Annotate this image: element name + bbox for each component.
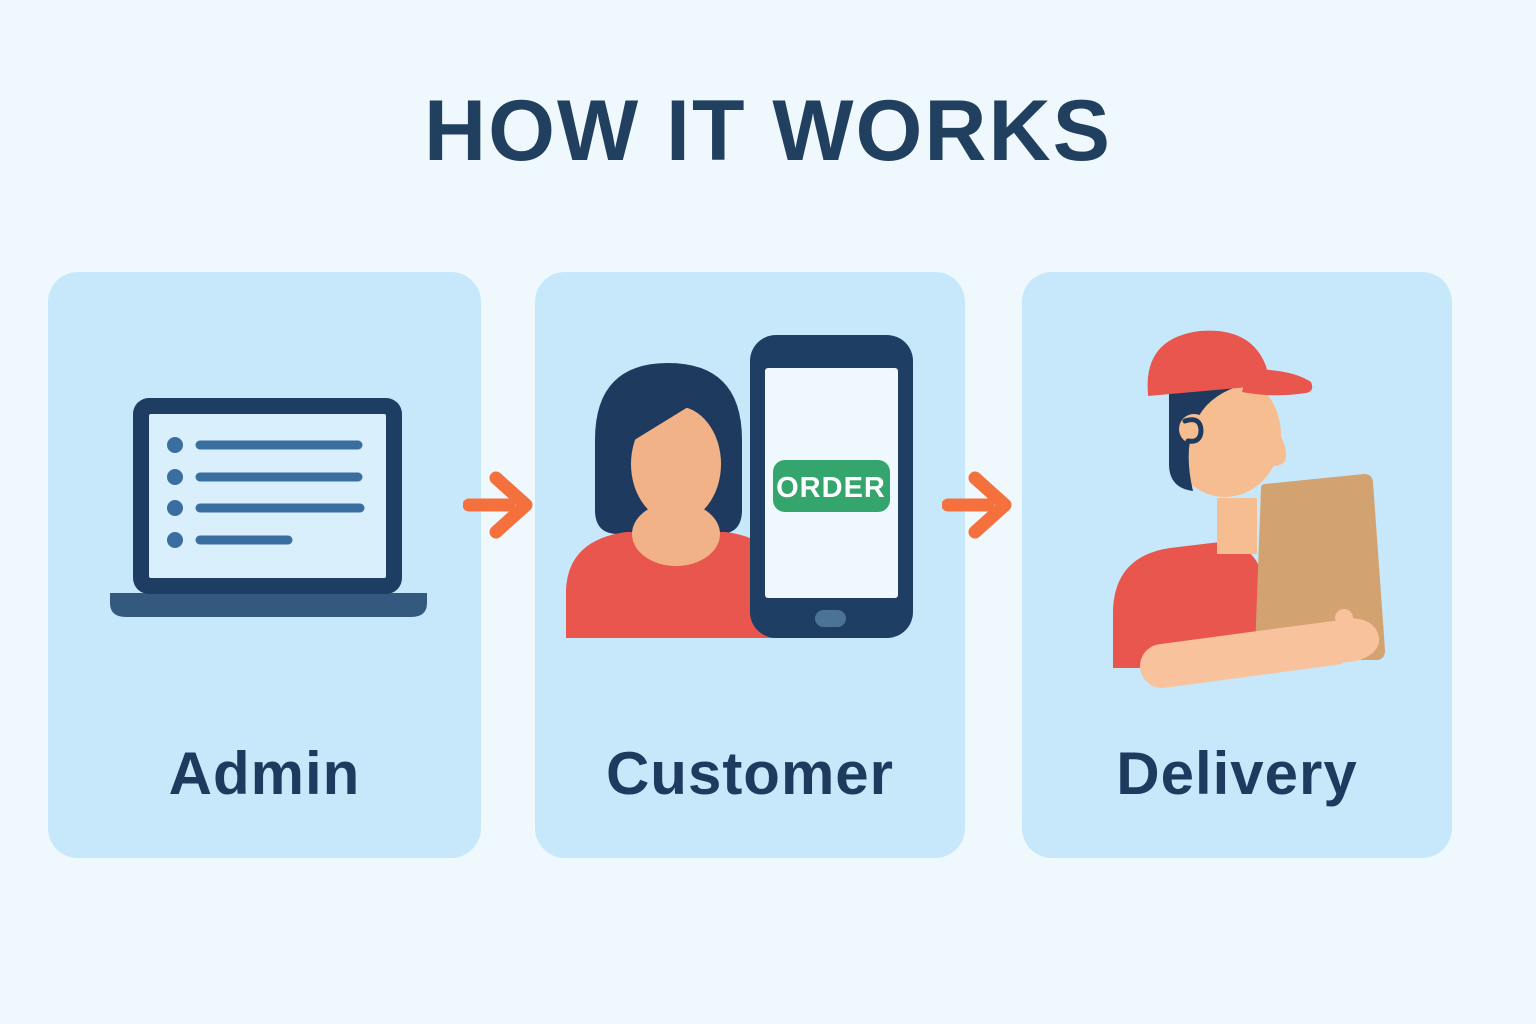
order-button-label: ORDER bbox=[776, 472, 886, 504]
card-admin: Admin bbox=[48, 272, 481, 858]
card-label-delivery: Delivery bbox=[1116, 740, 1358, 807]
customer-shirt bbox=[566, 532, 788, 638]
phone-home-button bbox=[815, 610, 846, 627]
delivery-cap bbox=[1147, 330, 1271, 396]
arrow-right-icon bbox=[463, 471, 533, 539]
package-icon bbox=[1255, 474, 1385, 660]
laptop-icon bbox=[110, 398, 427, 617]
card-label-customer: Customer bbox=[605, 740, 895, 807]
page-title: HOW IT WORKS bbox=[423, 83, 1113, 179]
delivery-person-with-package-icon bbox=[1113, 330, 1385, 688]
customer-face bbox=[631, 406, 721, 522]
delivery-neck bbox=[1217, 498, 1257, 554]
delivery-thumb bbox=[1335, 609, 1353, 627]
customer-with-phone-icon: ORDER bbox=[566, 335, 913, 638]
delivery-nose bbox=[1265, 420, 1287, 466]
order-button bbox=[773, 460, 890, 512]
delivery-cap-brim bbox=[1242, 369, 1313, 396]
customer-fringe bbox=[622, 390, 701, 444]
delivery-hair bbox=[1169, 362, 1263, 491]
card-customer: ORDER Customer bbox=[535, 272, 965, 858]
laptop-screen bbox=[149, 414, 386, 578]
delivery-ear-line bbox=[1182, 417, 1204, 444]
screen-list-icon bbox=[167, 437, 365, 548]
card-delivery: Delivery bbox=[1022, 272, 1452, 858]
laptop-base bbox=[110, 593, 427, 617]
delivery-forearm bbox=[1140, 621, 1356, 688]
delivery-hand bbox=[1319, 618, 1380, 663]
arrow-right-icon bbox=[942, 471, 1012, 539]
card-label-admin: Admin bbox=[168, 740, 361, 807]
